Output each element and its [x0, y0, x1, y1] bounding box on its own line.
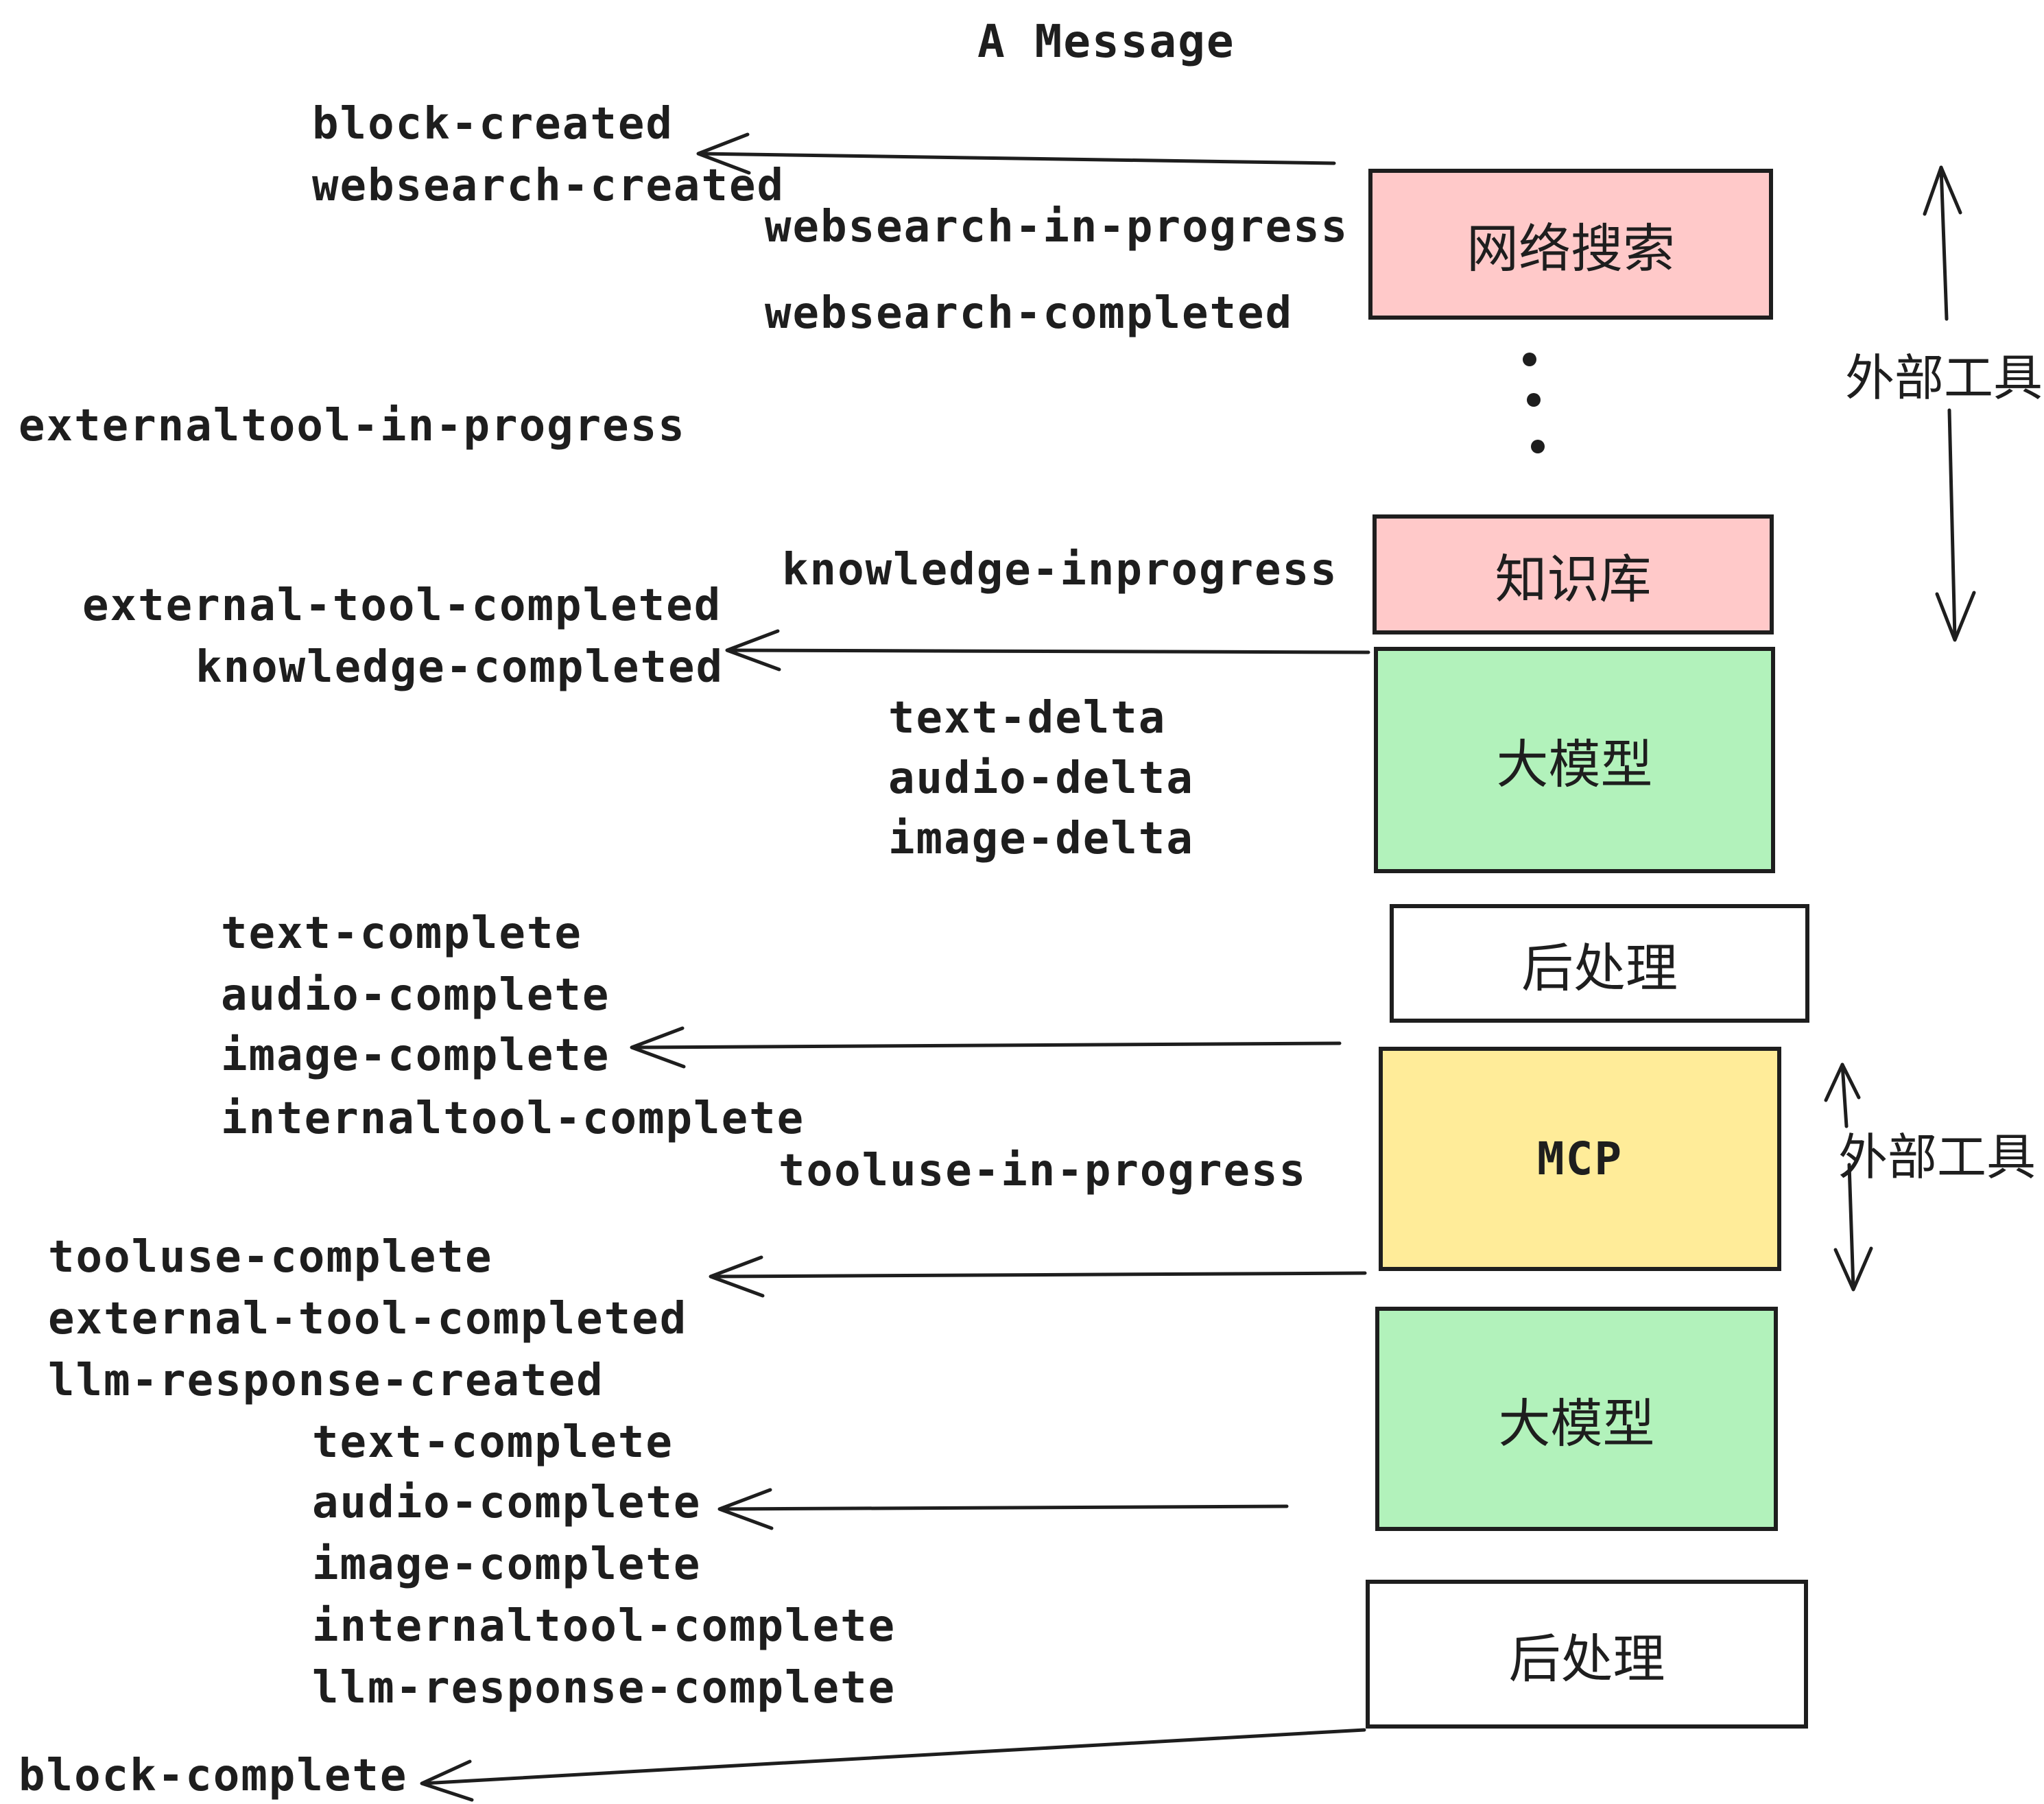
- event-audio-delta-1: audio-delta: [888, 753, 1194, 804]
- arrow-to-audio-complete: [717, 1488, 1289, 1530]
- external-tools-up-arrow-1: [1923, 165, 1962, 321]
- node-knowledge-label: 知识库: [1495, 550, 1652, 609]
- dot: [1531, 440, 1545, 453]
- node-mcp-label: MCP: [1536, 1132, 1624, 1185]
- event-text-complete-2: text-complete: [312, 1417, 674, 1468]
- node-llm-1-label: 大模型: [1496, 736, 1653, 794]
- arrow-to-block-complete: [420, 1728, 1366, 1802]
- event-audio-complete-1: audio-complete: [221, 970, 610, 1021]
- event-external-tool-completed-1: external-tool-completed: [82, 580, 722, 631]
- dot: [1523, 353, 1536, 366]
- event-llm-response-complete: llm-response-complete: [312, 1663, 896, 1713]
- side-label-external-tools-1: 外部工具: [1845, 351, 2043, 406]
- event-external-tool-completed-2: external-tool-completed: [48, 1294, 688, 1344]
- arrow-to-image-complete: [630, 1026, 1342, 1069]
- node-postprocess-2-label: 后处理: [1508, 1630, 1665, 1689]
- external-tools-up-arrow-2: [1824, 1063, 1861, 1128]
- event-internaltool-complete-1: internaltool-complete: [221, 1093, 805, 1144]
- event-externaltool-in-progress: externaltool-in-progress: [19, 401, 686, 451]
- event-image-complete-1: image-complete: [221, 1030, 610, 1081]
- node-mcp: MCP: [1379, 1047, 1781, 1271]
- node-knowledge: 知识库: [1372, 514, 1774, 634]
- event-image-delta-1: image-delta: [888, 814, 1194, 864]
- diagram-title: A Message: [977, 15, 1235, 68]
- event-websearch-in-progress: websearch-in-progress: [765, 202, 1349, 252]
- side-label-external-tools-2: 外部工具: [1838, 1130, 2036, 1185]
- event-knowledge-completed: knowledge-completed: [195, 642, 724, 693]
- node-websearch: 网络搜索: [1368, 169, 1773, 320]
- event-image-complete-2: image-complete: [312, 1539, 702, 1590]
- arrow-to-knowledge-completed: [725, 629, 1370, 672]
- node-llm-2: 大模型: [1375, 1307, 1778, 1531]
- event-tooluse-complete: tooluse-complete: [48, 1232, 493, 1283]
- external-tools-down-arrow-2: [1833, 1163, 1873, 1292]
- event-text-complete-1: text-complete: [221, 908, 582, 959]
- event-audio-complete-2: audio-complete: [312, 1477, 702, 1528]
- node-llm-1: 大模型: [1374, 647, 1775, 873]
- event-knowledge-inprogress: knowledge-inprogress: [782, 545, 1338, 595]
- event-llm-response-created: llm-response-created: [48, 1355, 604, 1406]
- node-websearch-label: 网络搜索: [1466, 220, 1675, 278]
- event-block-complete: block-complete: [19, 1750, 408, 1801]
- node-postprocess-1: 后处理: [1390, 904, 1809, 1023]
- event-text-delta-1: text-delta: [888, 693, 1167, 744]
- ellipsis-dots: [1523, 353, 1545, 453]
- event-websearch-created: websearch-created: [312, 161, 785, 211]
- arrow-to-external-tool-completed: [709, 1255, 1367, 1298]
- event-tooluse-in-progress: tooluse-in-progress: [779, 1146, 1307, 1196]
- dot: [1527, 393, 1541, 407]
- event-block-created: block-created: [312, 99, 674, 150]
- event-websearch-completed: websearch-completed: [765, 288, 1294, 339]
- event-internaltool-complete-2: internaltool-complete: [312, 1601, 896, 1652]
- node-postprocess-1-label: 后处理: [1521, 939, 1678, 998]
- arrow-to-websearch-created: [696, 132, 1336, 175]
- node-llm-2-label: 大模型: [1498, 1394, 1655, 1453]
- node-postprocess-2: 后处理: [1366, 1580, 1808, 1729]
- external-tools-down-arrow-1: [1935, 408, 1976, 642]
